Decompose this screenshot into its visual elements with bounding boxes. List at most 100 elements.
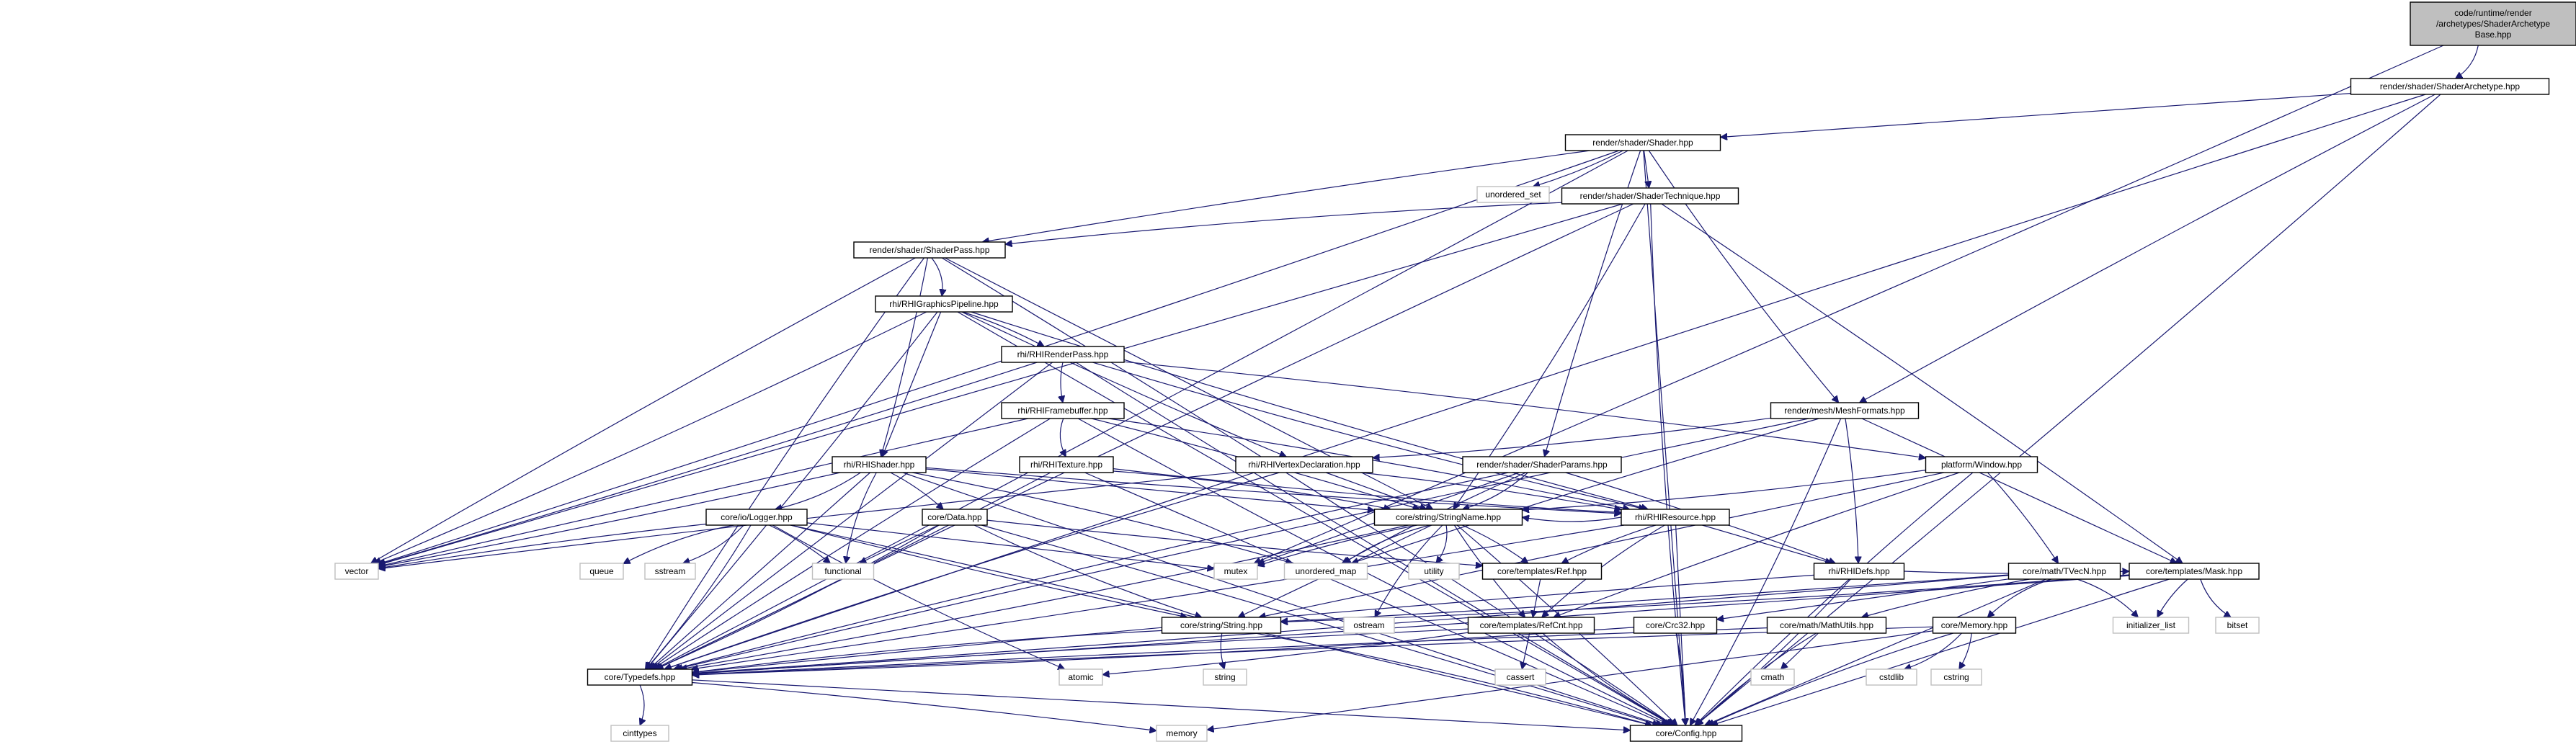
node-label: render/shader/ShaderParams.hpp: [1476, 460, 1608, 470]
node-label: cstdlib: [1879, 672, 1904, 682]
edge-pass-to-vector: [371, 257, 916, 563]
edge-pass-to-gpipe: [931, 257, 942, 296]
edge-technique-to-mask: [1661, 203, 2183, 563]
node-label: rhi/RHIFramebuffer.hpp: [1017, 406, 1107, 416]
node-label: core/Crc32.hpp: [1646, 620, 1705, 630]
edge-rhishader-to-logger: [775, 472, 861, 509]
node-label: render/shader/ShaderArchetype.hpp: [2380, 81, 2520, 91]
edge-string_hpp-to-string_ext: [1221, 632, 1224, 669]
edge-meshformats-to-unordered_map: [1352, 418, 1819, 563]
node-config[interactable]: core/Config.hpp: [1629, 725, 1743, 742]
node-stringname[interactable]: core/string/StringName.hpp: [1373, 509, 1523, 526]
node-box: [1866, 668, 1917, 686]
node-archetype[interactable]: render/shader/ShaderArchetype.hpp: [2350, 78, 2550, 95]
node-box: [1059, 668, 1103, 686]
edge-pass-to-config: [941, 257, 1674, 725]
node-refcnt[interactable]: core/templates/RefCnt.hpp: [1467, 617, 1595, 634]
node-string_ext: string: [1203, 668, 1247, 686]
edge-rhitexture-to-stringname: [1113, 470, 1391, 509]
node-label: functional: [824, 566, 861, 576]
node-rhitexture[interactable]: rhi/RHITexture.hpp: [1019, 456, 1114, 473]
edge-shader-to-config: [1643, 150, 1685, 725]
edge-tvecn-to-crc32: [1717, 578, 2009, 619]
edge-data-to-ref: [986, 519, 1483, 565]
node-functional: functional: [811, 563, 875, 580]
edges-layer: [371, 45, 2479, 730]
node-label: core/templates/Ref.hpp: [1497, 566, 1587, 576]
edge-rhishader-to-config: [902, 472, 1662, 725]
node-label: unordered_map: [1296, 566, 1357, 576]
edge-shaderparams-to-stringname: [1463, 472, 1528, 509]
node-label: vector: [345, 566, 369, 576]
node-label: render/shader/Shader.hpp: [1592, 138, 1693, 148]
node-label: cassert: [1507, 672, 1535, 682]
edge-rhitexture-to-config: [1084, 472, 1667, 725]
node-label: sstream: [655, 566, 686, 576]
node-vertexdecl[interactable]: rhi/RHIVertexDeclaration.hpp: [1235, 456, 1373, 473]
node-label: cinttypes: [623, 728, 656, 738]
node-string_hpp[interactable]: core/string/String.hpp: [1161, 617, 1282, 634]
node-box: [853, 241, 1006, 259]
node-meshformats[interactable]: render/mesh/MeshFormats.hpp: [1770, 402, 1920, 419]
node-rhiresource[interactable]: rhi/RHIResource.hpp: [1621, 509, 1730, 526]
node-logger[interactable]: core/io/Logger.hpp: [705, 509, 808, 526]
edge-renderpass-to-rhiresource: [1092, 362, 1645, 509]
node-box: [1925, 456, 2038, 473]
edge-stringname-to-mutex: [1257, 524, 1417, 565]
node-root[interactable]: code/runtime/render/archetypes/ShaderArc…: [2410, 1, 2576, 46]
edge-technique-to-pass: [1005, 202, 1562, 244]
node-framebuffer[interactable]: rhi/RHIFramebuffer.hpp: [1001, 402, 1125, 419]
node-crc32[interactable]: core/Crc32.hpp: [1633, 617, 1718, 634]
edge-stringname-to-unordered_map: [1344, 524, 1431, 563]
node-shader[interactable]: render/shader/Shader.hpp: [1564, 134, 1721, 151]
node-box: [832, 456, 927, 473]
node-cmath: cmath: [1750, 668, 1795, 686]
node-gpipe[interactable]: rhi/RHIGraphicsPipeline.hpp: [875, 295, 1013, 313]
node-ref[interactable]: core/templates/Ref.hpp: [1481, 563, 1603, 580]
node-label: atomic: [1068, 672, 1093, 682]
edge-stringname-to-ostream: [1374, 524, 1443, 617]
node-pass[interactable]: render/shader/ShaderPass.hpp: [853, 241, 1006, 259]
node-window[interactable]: platform/Window.hpp: [1925, 456, 2038, 473]
edge-refcnt-to-atomic: [1102, 632, 1469, 674]
node-label: rhi/RHIResource.hpp: [1635, 512, 1716, 522]
edge-window-to-tvecn: [1987, 472, 2059, 563]
node-label: string: [1214, 672, 1235, 682]
node-utility: utility: [1408, 563, 1460, 580]
node-initializer_list: initializer_list: [2112, 617, 2190, 634]
node-mathutils[interactable]: core/math/MathUtils.hpp: [1766, 617, 1887, 634]
edge-memory_hpp-to-memory_ext: [1207, 630, 1933, 730]
node-rhidefs[interactable]: rhi/RHIDefs.hpp: [1813, 563, 1905, 580]
node-cstdlib: cstdlib: [1866, 668, 1917, 686]
node-label: cstring: [1943, 672, 1969, 682]
node-memory_hpp[interactable]: core/Memory.hpp: [1932, 617, 2017, 634]
node-box: [1633, 617, 1718, 634]
node-box: [1476, 186, 1550, 203]
node-renderpass[interactable]: rhi/RHIRenderPass.hpp: [1001, 346, 1125, 363]
edge-typedefs-to-config: [692, 679, 1631, 730]
edge-rhishader-to-typedefs: [649, 472, 870, 669]
node-label: bitset: [2227, 620, 2248, 630]
node-box: [1235, 456, 1373, 473]
edge-rhishader-to-functional: [846, 472, 877, 563]
node-typedefs[interactable]: core/Typedefs.hpp: [587, 668, 693, 686]
edge-pass-to-stringname: [945, 257, 1432, 510]
node-technique[interactable]: render/shader/ShaderTechnique.hpp: [1561, 187, 1739, 205]
node-box: [811, 563, 875, 580]
node-box: [644, 563, 696, 580]
edge-logger-to-typedefs: [646, 524, 752, 669]
node-tvecn[interactable]: core/math/TVecN.hpp: [2007, 563, 2121, 580]
node-box: [334, 563, 379, 580]
node-ostream: ostream: [1343, 617, 1395, 634]
node-box: [875, 295, 1013, 313]
edge-rhitexture-to-rhiresource: [1113, 468, 1621, 513]
node-mask[interactable]: core/templates/Mask.hpp: [2129, 563, 2260, 580]
edge-stringname-to-typedefs: [680, 524, 1409, 669]
node-rhishader[interactable]: rhi/RHIShader.hpp: [832, 456, 927, 473]
node-label: core/templates/RefCnt.hpp: [1480, 620, 1583, 630]
node-shaderparams[interactable]: render/shader/ShaderParams.hpp: [1462, 456, 1622, 473]
edge-memory_hpp-to-config: [1707, 632, 1953, 725]
edge-logger-to-string_hpp: [790, 524, 1187, 617]
node-data[interactable]: core/Data.hpp: [922, 509, 988, 526]
